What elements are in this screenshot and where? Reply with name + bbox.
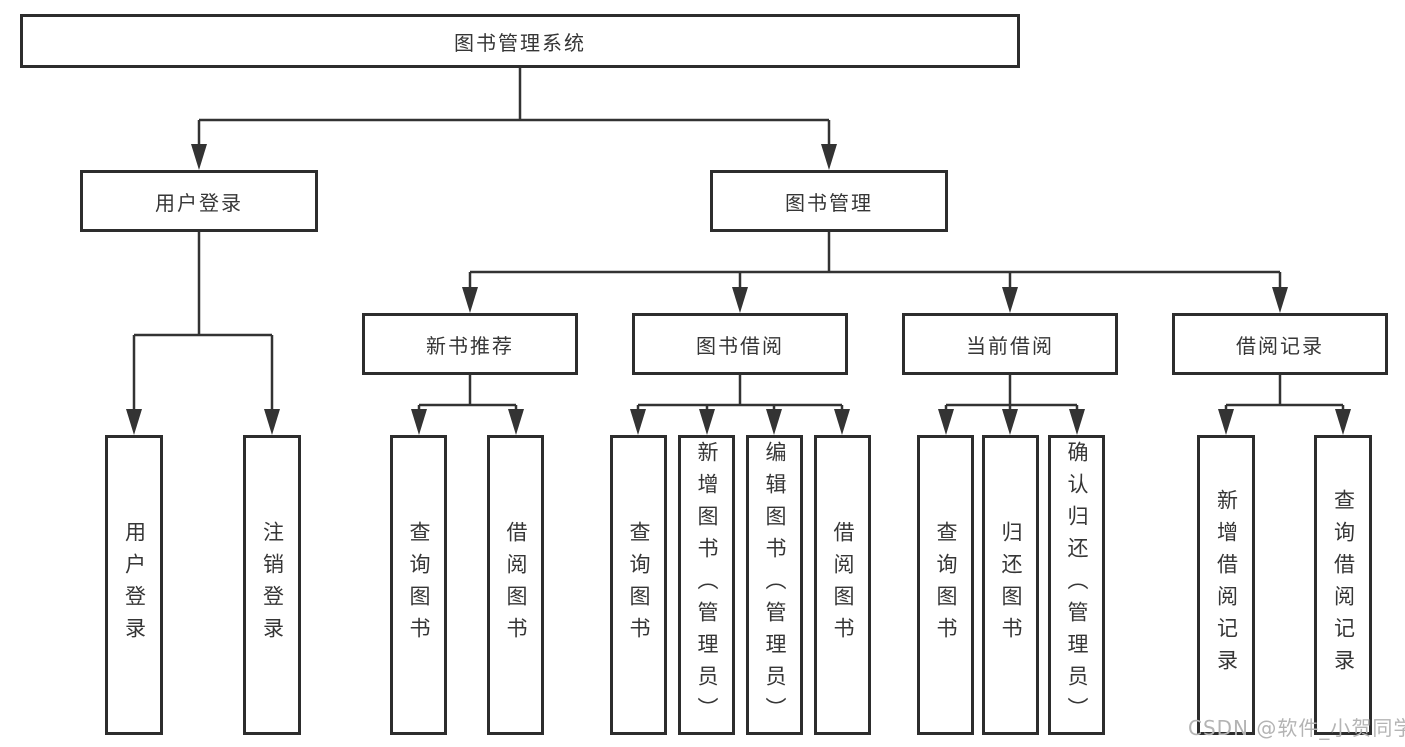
connector-new-book-rec-to-leaves — [411, 375, 524, 435]
leaf-user-login: 用户登录 — [105, 435, 163, 735]
node-new-book-recommend: 新书推荐 — [362, 313, 578, 375]
leaf-return-book: 归还图书 — [982, 435, 1039, 735]
leaf-confirm-return-admin: 确认归还（管理员） — [1048, 435, 1105, 735]
node-user-login: 用户登录 — [80, 170, 318, 232]
leaf-add-borrow-record: 新增借阅记录 — [1197, 435, 1255, 735]
leaf-edit-book-admin: 编辑图书（管理员） — [746, 435, 803, 735]
leaf-add-book-admin: 新增图书（管理员） — [678, 435, 735, 735]
leaf-borrow-book: 借阅图书 — [814, 435, 871, 735]
leaf-query-book-borrow: 查询图书 — [610, 435, 667, 735]
leaf-logout: 注销登录 — [243, 435, 301, 735]
leaf-borrow-book-recommend: 借阅图书 — [487, 435, 544, 735]
node-book-management: 图书管理 — [710, 170, 948, 232]
connector-book-mgmt-to-level3 — [462, 232, 1288, 313]
watermark: CSDN @软件_小贺同学 — [1188, 716, 1405, 740]
node-current-borrow: 当前借阅 — [902, 313, 1118, 375]
leaf-query-borrow-record: 查询借阅记录 — [1314, 435, 1372, 735]
connector-current-borrow-to-leaves — [938, 375, 1085, 435]
connector-book-borrow-to-leaves — [630, 375, 850, 435]
connector-borrow-records-to-leaves — [1218, 375, 1351, 435]
node-borrow-records: 借阅记录 — [1172, 313, 1388, 375]
connector-root-to-level1 — [191, 68, 837, 170]
node-root: 图书管理系统 — [20, 14, 1020, 68]
leaf-query-book-current: 查询图书 — [917, 435, 974, 735]
leaf-query-book-recommend: 查询图书 — [390, 435, 447, 735]
connector-user-login-to-leaves — [126, 232, 280, 435]
node-book-borrow: 图书借阅 — [632, 313, 848, 375]
